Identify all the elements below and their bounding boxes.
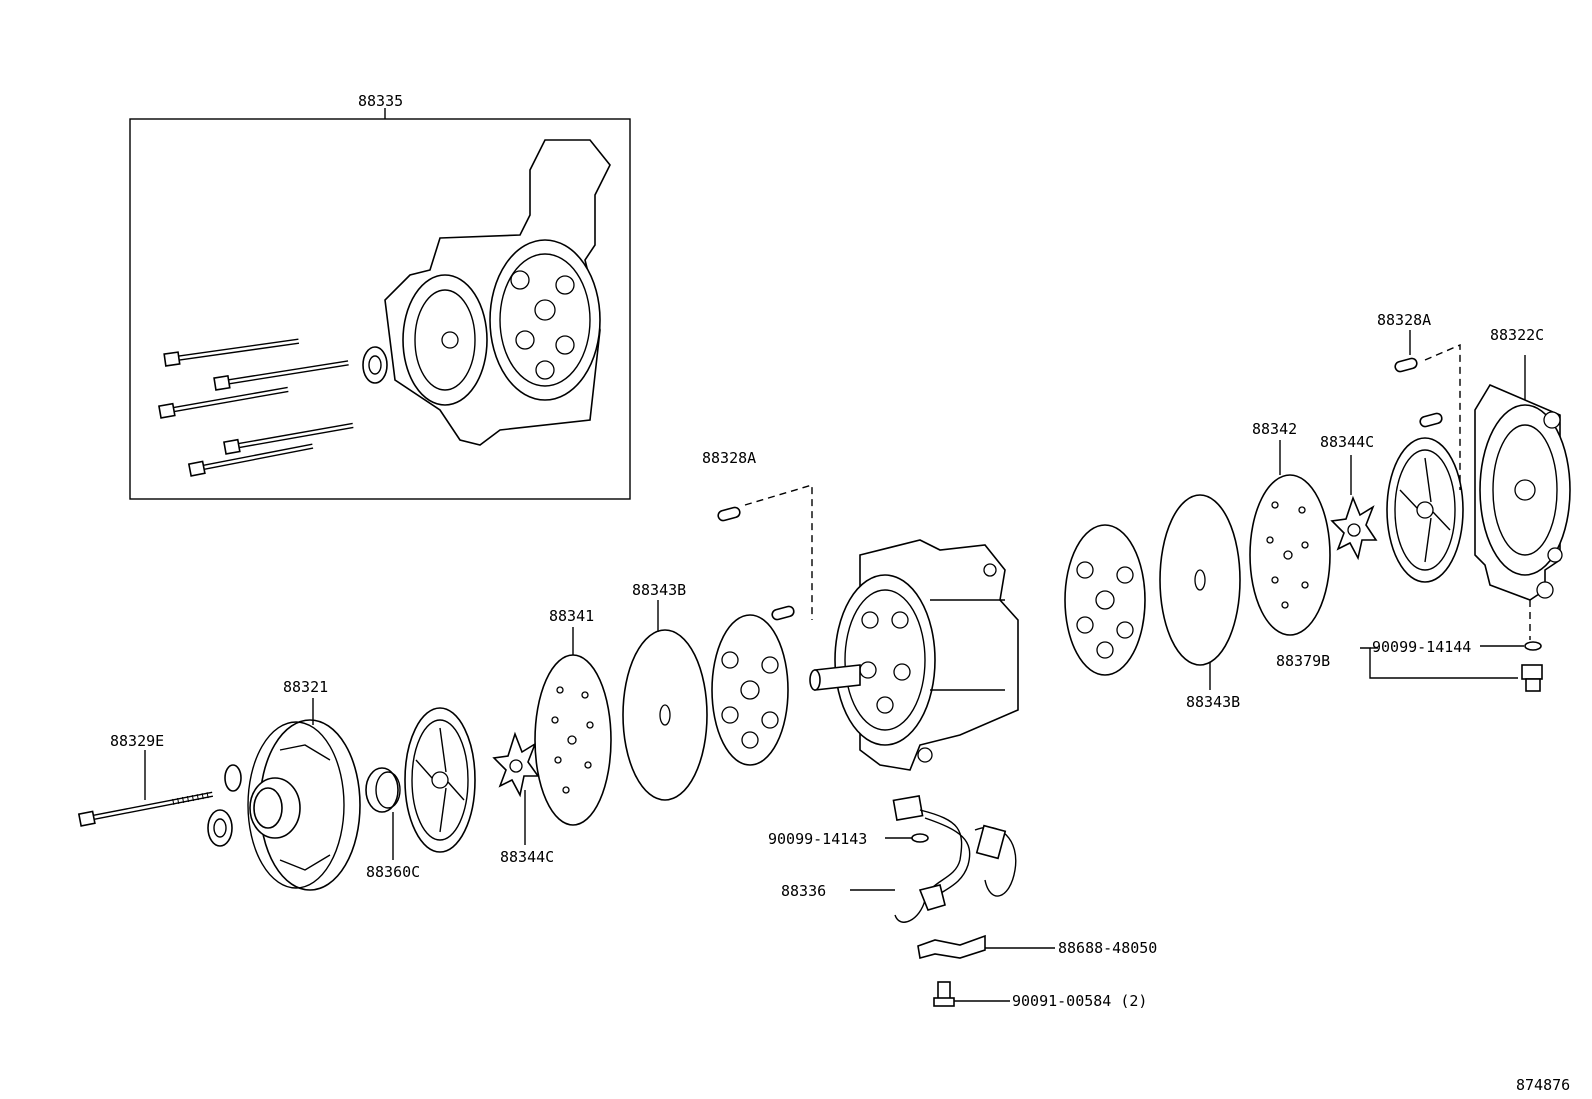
gasket-88341 (534, 627, 612, 826)
label-88321: 88321 (283, 678, 328, 696)
inset-compressor-assembly (129, 108, 631, 500)
part-labels: 88335 88328A 88322C 88328A 88342 88344C … (110, 92, 1570, 1094)
valve-plate-right (1064, 524, 1146, 676)
oring-90099-14143 (885, 833, 929, 843)
label-88336: 88336 (781, 882, 826, 900)
valve-plate-left (404, 707, 476, 853)
label-88328A-right: 88328A (1377, 311, 1431, 329)
label-88344C-right: 88344C (1320, 433, 1374, 451)
label-88335: 88335 (358, 92, 403, 110)
diagram-id: 874876 (1516, 1076, 1570, 1094)
front-housing-88321 (247, 698, 361, 891)
seal-88360C (365, 767, 401, 860)
rear-housing-88322C (1474, 355, 1571, 640)
reed-valve-88344C-left (492, 731, 540, 845)
label-88322C: 88322C (1490, 326, 1544, 344)
plate-88343B-center (622, 600, 708, 801)
label-88341: 88341 (549, 607, 594, 625)
label-90091-00584: 90091-00584 (2) (1012, 992, 1147, 1010)
label-88342: 88342 (1252, 420, 1297, 438)
label-88329E: 88329E (110, 732, 164, 750)
label-90099-14143: 90099-14143 (768, 830, 867, 848)
label-88360C: 88360C (366, 863, 420, 881)
plate-88343B-right (1159, 494, 1241, 690)
compressor-body (809, 539, 1019, 771)
washer (224, 764, 242, 792)
pin-88328A-center (717, 484, 813, 621)
label-90099-14144: 90099-14144 (1372, 638, 1471, 656)
screw-90091-00584 (933, 981, 1010, 1007)
label-88328A-center: 88328A (702, 449, 756, 467)
wire-harness-88336 (850, 794, 1017, 923)
shaft-seal (207, 809, 233, 847)
gasket-88342 (1249, 440, 1331, 636)
pin-88328A-right (1394, 330, 1461, 490)
label-88343B-right: 88343B (1186, 693, 1240, 711)
bolt-88329E (77, 750, 214, 827)
plug-88379B (1360, 641, 1543, 692)
valve-plate-center (711, 614, 789, 766)
valve-plate-right-2 (1386, 437, 1464, 583)
inset-bolts (158, 338, 354, 477)
reed-valve-88344C-right (1330, 455, 1378, 561)
label-88344C-left: 88344C (500, 848, 554, 866)
label-88343B-center: 88343B (632, 581, 686, 599)
inset-compressor-body (362, 139, 611, 446)
label-88379B: 88379B (1276, 652, 1330, 670)
clamp-88688-48050 (917, 934, 1055, 959)
label-88688-48050: 88688-48050 (1058, 939, 1157, 957)
